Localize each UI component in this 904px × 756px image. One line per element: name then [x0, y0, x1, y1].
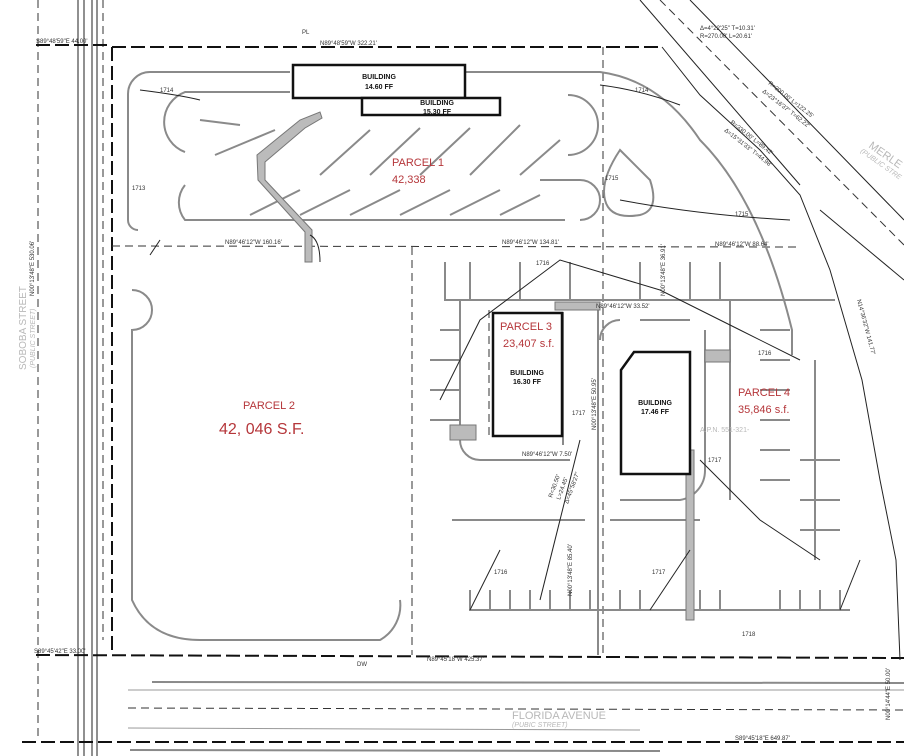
bearing-label: S89°45'18"E 649.87' — [735, 736, 790, 742]
contour-labels: 1714 1713 1714 1715 1715 1716 1716 1717 … — [132, 88, 772, 638]
contour-label: 1714 — [160, 88, 174, 94]
contour-label: 1717 — [572, 411, 586, 417]
building-3: BUILDING 16.30 FF — [491, 311, 564, 438]
florida-avenue-label: FLORIDA AVENUE — [512, 710, 606, 722]
curve-label: R=270.00' L=20.61' — [700, 34, 752, 40]
contour-label: 1717 — [708, 458, 722, 464]
building-3-label: BUILDING — [510, 370, 544, 377]
bearing-label: N89°48'59"W 322.21' — [320, 41, 377, 47]
bearing-label: N00°13'48"E 530.06' — [30, 241, 36, 296]
parcel-3-4-parking — [131, 262, 850, 655]
building-2-label: BUILDING — [420, 100, 454, 107]
parcel-4-name: PARCEL 4 — [738, 387, 790, 399]
florida-avenue-sub: (PUBIC STREET) — [512, 722, 568, 729]
building-2-ff: 15.30 FF — [423, 109, 452, 116]
parcel-3-area: 23,407 s.f. — [503, 338, 554, 350]
contour-label: 1716 — [494, 570, 508, 576]
misc-labels: PL DW A.P.N. 551-321- — [302, 30, 750, 668]
bearing-label: N00°13'48"E 85.40' — [568, 544, 574, 596]
parcel-2-name: PARCEL 2 — [243, 400, 295, 412]
contour-label: 1717 — [652, 570, 666, 576]
bearing-label: N00°13'48"E 50.95' — [592, 378, 598, 430]
parcel-3-name: PARCEL 3 — [500, 321, 552, 333]
contour-label: 1718 — [742, 632, 756, 638]
building-4-label: BUILDING — [638, 400, 672, 407]
parcel-1-area: 42,338 — [392, 174, 426, 186]
parcel-1-name: PARCEL 1 — [392, 157, 444, 169]
bearing-label: S89°48'59"E 44.00' — [36, 39, 88, 45]
building-3-ff: 16.30 FF — [513, 379, 542, 386]
contour-label: 1715 — [605, 176, 619, 182]
parcel-4-area: 35,846 s.f. — [738, 404, 789, 416]
contour-label: 1716 — [758, 351, 772, 357]
contour-label: 1714 — [635, 88, 649, 94]
florida-avenue-lines — [127, 681, 904, 752]
contour-lines — [139, 84, 861, 611]
property-boundary — [22, 44, 904, 743]
bearing-label: N89°46'12"W 33.52' — [596, 304, 650, 310]
apn-label: A.P.N. 551-321- — [700, 427, 750, 434]
contour-label: 1716 — [536, 261, 550, 267]
building-4: BUILDING 17.46 FF — [619, 350, 692, 476]
building-1-label: BUILDING — [362, 74, 396, 81]
parcel-labels: PARCEL 1 42,338 PARCEL 2 42, 046 S.F. PA… — [219, 157, 790, 438]
parcel-1-parking — [127, 71, 793, 355]
soboba-street-lines — [37, 0, 104, 756]
bearing-label: N89°46'12"W 160.16' — [225, 240, 282, 246]
driveway-label: DW — [357, 662, 367, 668]
curve-label: Δ=4°22'25" T=10.31' — [700, 26, 755, 32]
contour-label: 1715 — [735, 212, 749, 218]
parcel-2-area: 42, 046 S.F. — [219, 421, 304, 438]
building-1: BUILDING 14.60 FF — [291, 63, 467, 100]
bearing-label: N89°45'18"W 425.37' — [427, 657, 484, 663]
property-line-label: PL — [302, 30, 310, 36]
curve-label: Δ=45°58'27" — [564, 471, 581, 504]
merle-street-lines — [639, 0, 904, 281]
bearing-label: N89°46'12"W 134.81' — [502, 240, 559, 246]
soboba-street-sub: (PUBLIC STREET) — [30, 308, 37, 368]
bearing-label: N89°46'12"W 88.64' — [715, 242, 769, 248]
bearing-label: N00°13'48"E 36.91' — [661, 244, 667, 296]
bearing-label: S89°45'42"E 33.00' — [34, 649, 86, 655]
soboba-street-label: SOBOBA STREET — [18, 286, 29, 370]
building-4-ff: 17.46 FF — [641, 409, 670, 416]
contour-label: 1713 — [132, 186, 146, 192]
building-2: BUILDING 15.30 FF — [360, 96, 502, 117]
bearing-label: N89°46'12"W 7.50' — [522, 452, 572, 458]
bearing-label: N14°36'32"W 141.77' — [855, 299, 876, 355]
building-1-ff: 14.60 FF — [365, 84, 394, 91]
bearing-label: N00°14'44"E 50.00' — [886, 668, 892, 720]
